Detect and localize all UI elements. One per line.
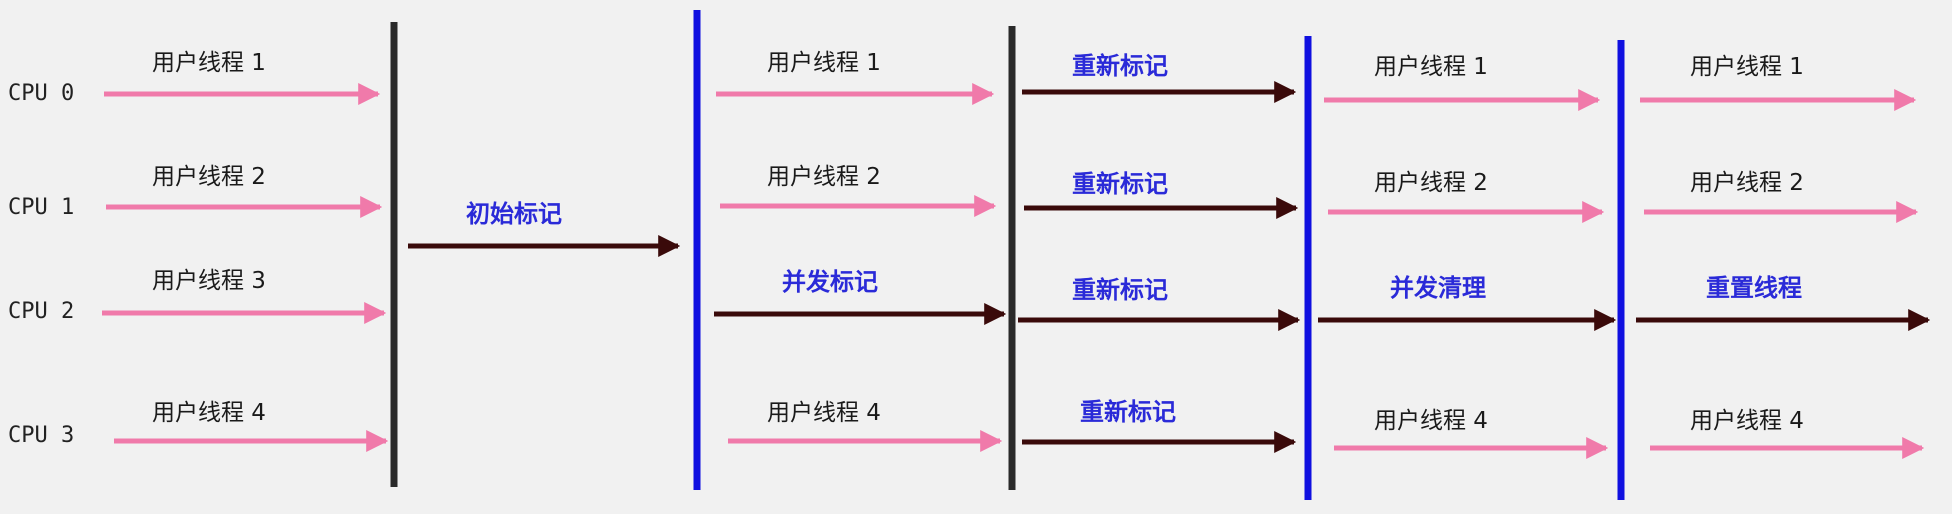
- phase-1-user-threads: 用户线程 1 用户线程 2 用户线程 3 用户线程 4: [102, 50, 389, 453]
- phase-3-concurrent-mark: 用户线程 1 用户线程 2 并发标记 用户线程 4: [714, 50, 1007, 453]
- p3-row-1-label: 用户线程 2: [767, 164, 881, 190]
- p4-row-0-label: 重新标记: [1072, 52, 1168, 80]
- p1-row-1-label: 用户线程 2: [152, 164, 266, 190]
- p6-row-2-label: 重置线程: [1706, 274, 1802, 302]
- p6-row-0-label: 用户线程 1: [1690, 54, 1804, 80]
- barriers: [390, 10, 1625, 500]
- p6-row-1-label: 用户线程 2: [1690, 170, 1804, 196]
- p1-row-3-label: 用户线程 4: [152, 400, 266, 426]
- phase-5-concurrent-sweep: 用户线程 1 用户线程 2 并发清理 用户线程 4: [1318, 54, 1617, 460]
- phase-2-initial-mark: 初始标记: [408, 200, 681, 258]
- p3-row-0-label: 用户线程 1: [767, 50, 881, 76]
- p2-label: 初始标记: [466, 200, 562, 228]
- p5-row-2-label: 并发清理: [1390, 274, 1486, 302]
- p3-row-2-label: 并发标记: [782, 268, 878, 296]
- cpu-3-label: CPU 3: [8, 423, 74, 448]
- p3-row-3-label: 用户线程 4: [767, 400, 881, 426]
- phase-4-remark: 重新标记 重新标记 重新标记 重新标记: [1018, 52, 1301, 454]
- p4-row-3-label: 重新标记: [1080, 398, 1176, 426]
- p6-row-3-label: 用户线程 4: [1690, 408, 1804, 434]
- p5-row-0-label: 用户线程 1: [1374, 54, 1488, 80]
- cpu-labels: CPU 0 CPU 1 CPU 2 CPU 3: [8, 81, 74, 448]
- cpu-0-label: CPU 0: [8, 81, 74, 106]
- p1-row-0-label: 用户线程 1: [152, 50, 266, 76]
- p1-row-2-label: 用户线程 3: [152, 268, 266, 294]
- phase-6-reset-threads: 用户线程 1 用户线程 2 重置线程 用户线程 4: [1636, 54, 1931, 460]
- cpu-1-label: CPU 1: [8, 195, 74, 220]
- p5-row-1-label: 用户线程 2: [1374, 170, 1488, 196]
- p4-row-2-label: 重新标记: [1072, 276, 1168, 304]
- p4-row-1-label: 重新标记: [1072, 170, 1168, 198]
- p5-row-3-label: 用户线程 4: [1374, 408, 1488, 434]
- cpu-2-label: CPU 2: [8, 299, 74, 324]
